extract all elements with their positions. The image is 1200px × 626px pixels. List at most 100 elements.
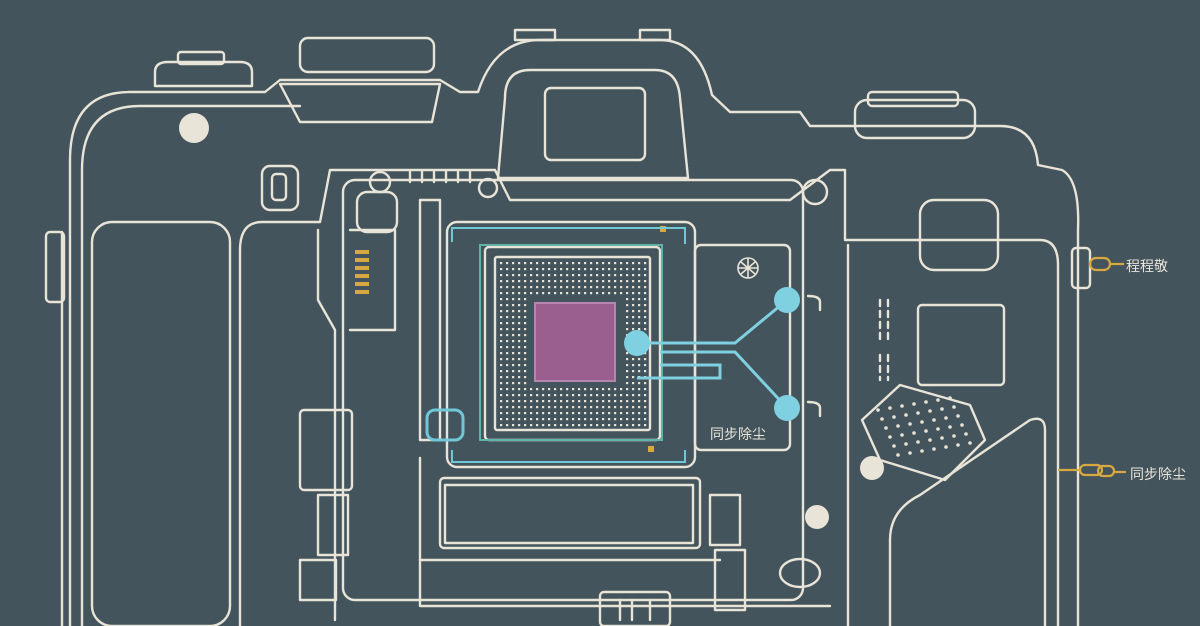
sensor-pin (500, 322, 503, 325)
sensor-pin (560, 418, 563, 421)
sensor-pin (626, 358, 629, 361)
sensor-pin (530, 418, 533, 421)
sensor-pin (500, 286, 503, 289)
sensor-pin (632, 262, 635, 265)
sensor-pin (614, 268, 617, 271)
keypad-dot (948, 396, 952, 400)
sensor-pin (614, 274, 617, 277)
sensor-pin (590, 388, 593, 391)
sensor-pin (518, 322, 521, 325)
sensor-pin (572, 262, 575, 265)
sensor-pin (518, 418, 521, 421)
sensor-pin (608, 400, 611, 403)
sensor-pin (536, 412, 539, 415)
keypad-dot (948, 425, 952, 429)
sensor-pin (638, 382, 641, 385)
camera-body-inner (80, 104, 302, 626)
sensor-pin (602, 412, 605, 415)
sensor-pin (614, 286, 617, 289)
sensor-pin (566, 388, 569, 391)
sensor-pin (632, 310, 635, 313)
sensor-pin (512, 394, 515, 397)
sensor-pin (500, 406, 503, 409)
sensor-pin (638, 370, 641, 373)
sensor-pin (506, 262, 509, 265)
keypad-dot (932, 418, 936, 422)
sensor-pin (560, 292, 563, 295)
sensor-pin (638, 316, 641, 319)
sensor-pin (506, 412, 509, 415)
sensor-pin (524, 310, 527, 313)
sensor-pin (542, 388, 545, 391)
sensor-pin (626, 406, 629, 409)
keypad-dot (924, 429, 928, 433)
sensor-pin (518, 316, 521, 319)
sensor-pin (626, 322, 629, 325)
sensor-pin (584, 400, 587, 403)
sensor-pin (644, 280, 647, 283)
sensor-pin (644, 286, 647, 289)
sensor-pin (554, 424, 557, 427)
sensor-pin (632, 376, 635, 379)
sensor-pin (638, 394, 641, 397)
keypad-dot (884, 426, 888, 430)
sensor-pin (626, 310, 629, 313)
sensor-pin (512, 334, 515, 337)
sensor-pin (644, 382, 647, 385)
sensor-pin (632, 400, 635, 403)
sensor-pin (578, 424, 581, 427)
sensor-pin (602, 280, 605, 283)
sensor-pin (518, 370, 521, 373)
sensor-pin (608, 280, 611, 283)
sensor-pin (620, 262, 623, 265)
sensor-pin (596, 292, 599, 295)
sensor-pin (632, 322, 635, 325)
sensor-pin (644, 406, 647, 409)
sensor-pin (626, 316, 629, 319)
sensor-pin (602, 418, 605, 421)
sensor-pin (590, 406, 593, 409)
keypad-dot (896, 424, 900, 428)
sensor-pin (620, 274, 623, 277)
sensor-pin (608, 262, 611, 265)
sensor-pin (638, 304, 641, 307)
sensor-pin (500, 334, 503, 337)
sensor-pin (518, 286, 521, 289)
top-right-button (853, 98, 977, 140)
sensor-pin (500, 304, 503, 307)
sensor-pin (512, 352, 515, 355)
sensor-pin (578, 262, 581, 265)
sensor-pin (548, 394, 551, 397)
sensor-pin (632, 388, 635, 391)
sensor-pin (632, 316, 635, 319)
sensor-pin (638, 358, 641, 361)
sensor-pin (620, 400, 623, 403)
sensor-pin (506, 400, 509, 403)
dust-module-panel (693, 243, 792, 452)
sensor-pin (530, 412, 533, 415)
sensor-pin (530, 274, 533, 277)
sensor-pin (590, 412, 593, 415)
keypad-dot (912, 431, 916, 435)
sensor-pin (542, 412, 545, 415)
sensor-pin (536, 280, 539, 283)
keypad-dot (952, 405, 956, 409)
sensor-pin (560, 412, 563, 415)
sensor-pin (542, 418, 545, 421)
sensor-pin (548, 418, 551, 421)
sensor-pin (512, 424, 515, 427)
sensor-pin (572, 418, 575, 421)
sensor-pin (554, 286, 557, 289)
sensor-pin (638, 328, 641, 331)
sensor-pin (626, 268, 629, 271)
sensor-pin (596, 424, 599, 427)
sensor-pin (584, 418, 587, 421)
sensor-pin (524, 274, 527, 277)
sensor-pin (626, 400, 629, 403)
sensor-pin (512, 322, 515, 325)
sensor-pin (602, 292, 605, 295)
sensor-pin (536, 268, 539, 271)
sensor-pin (506, 346, 509, 349)
sensor-pin (518, 310, 521, 313)
